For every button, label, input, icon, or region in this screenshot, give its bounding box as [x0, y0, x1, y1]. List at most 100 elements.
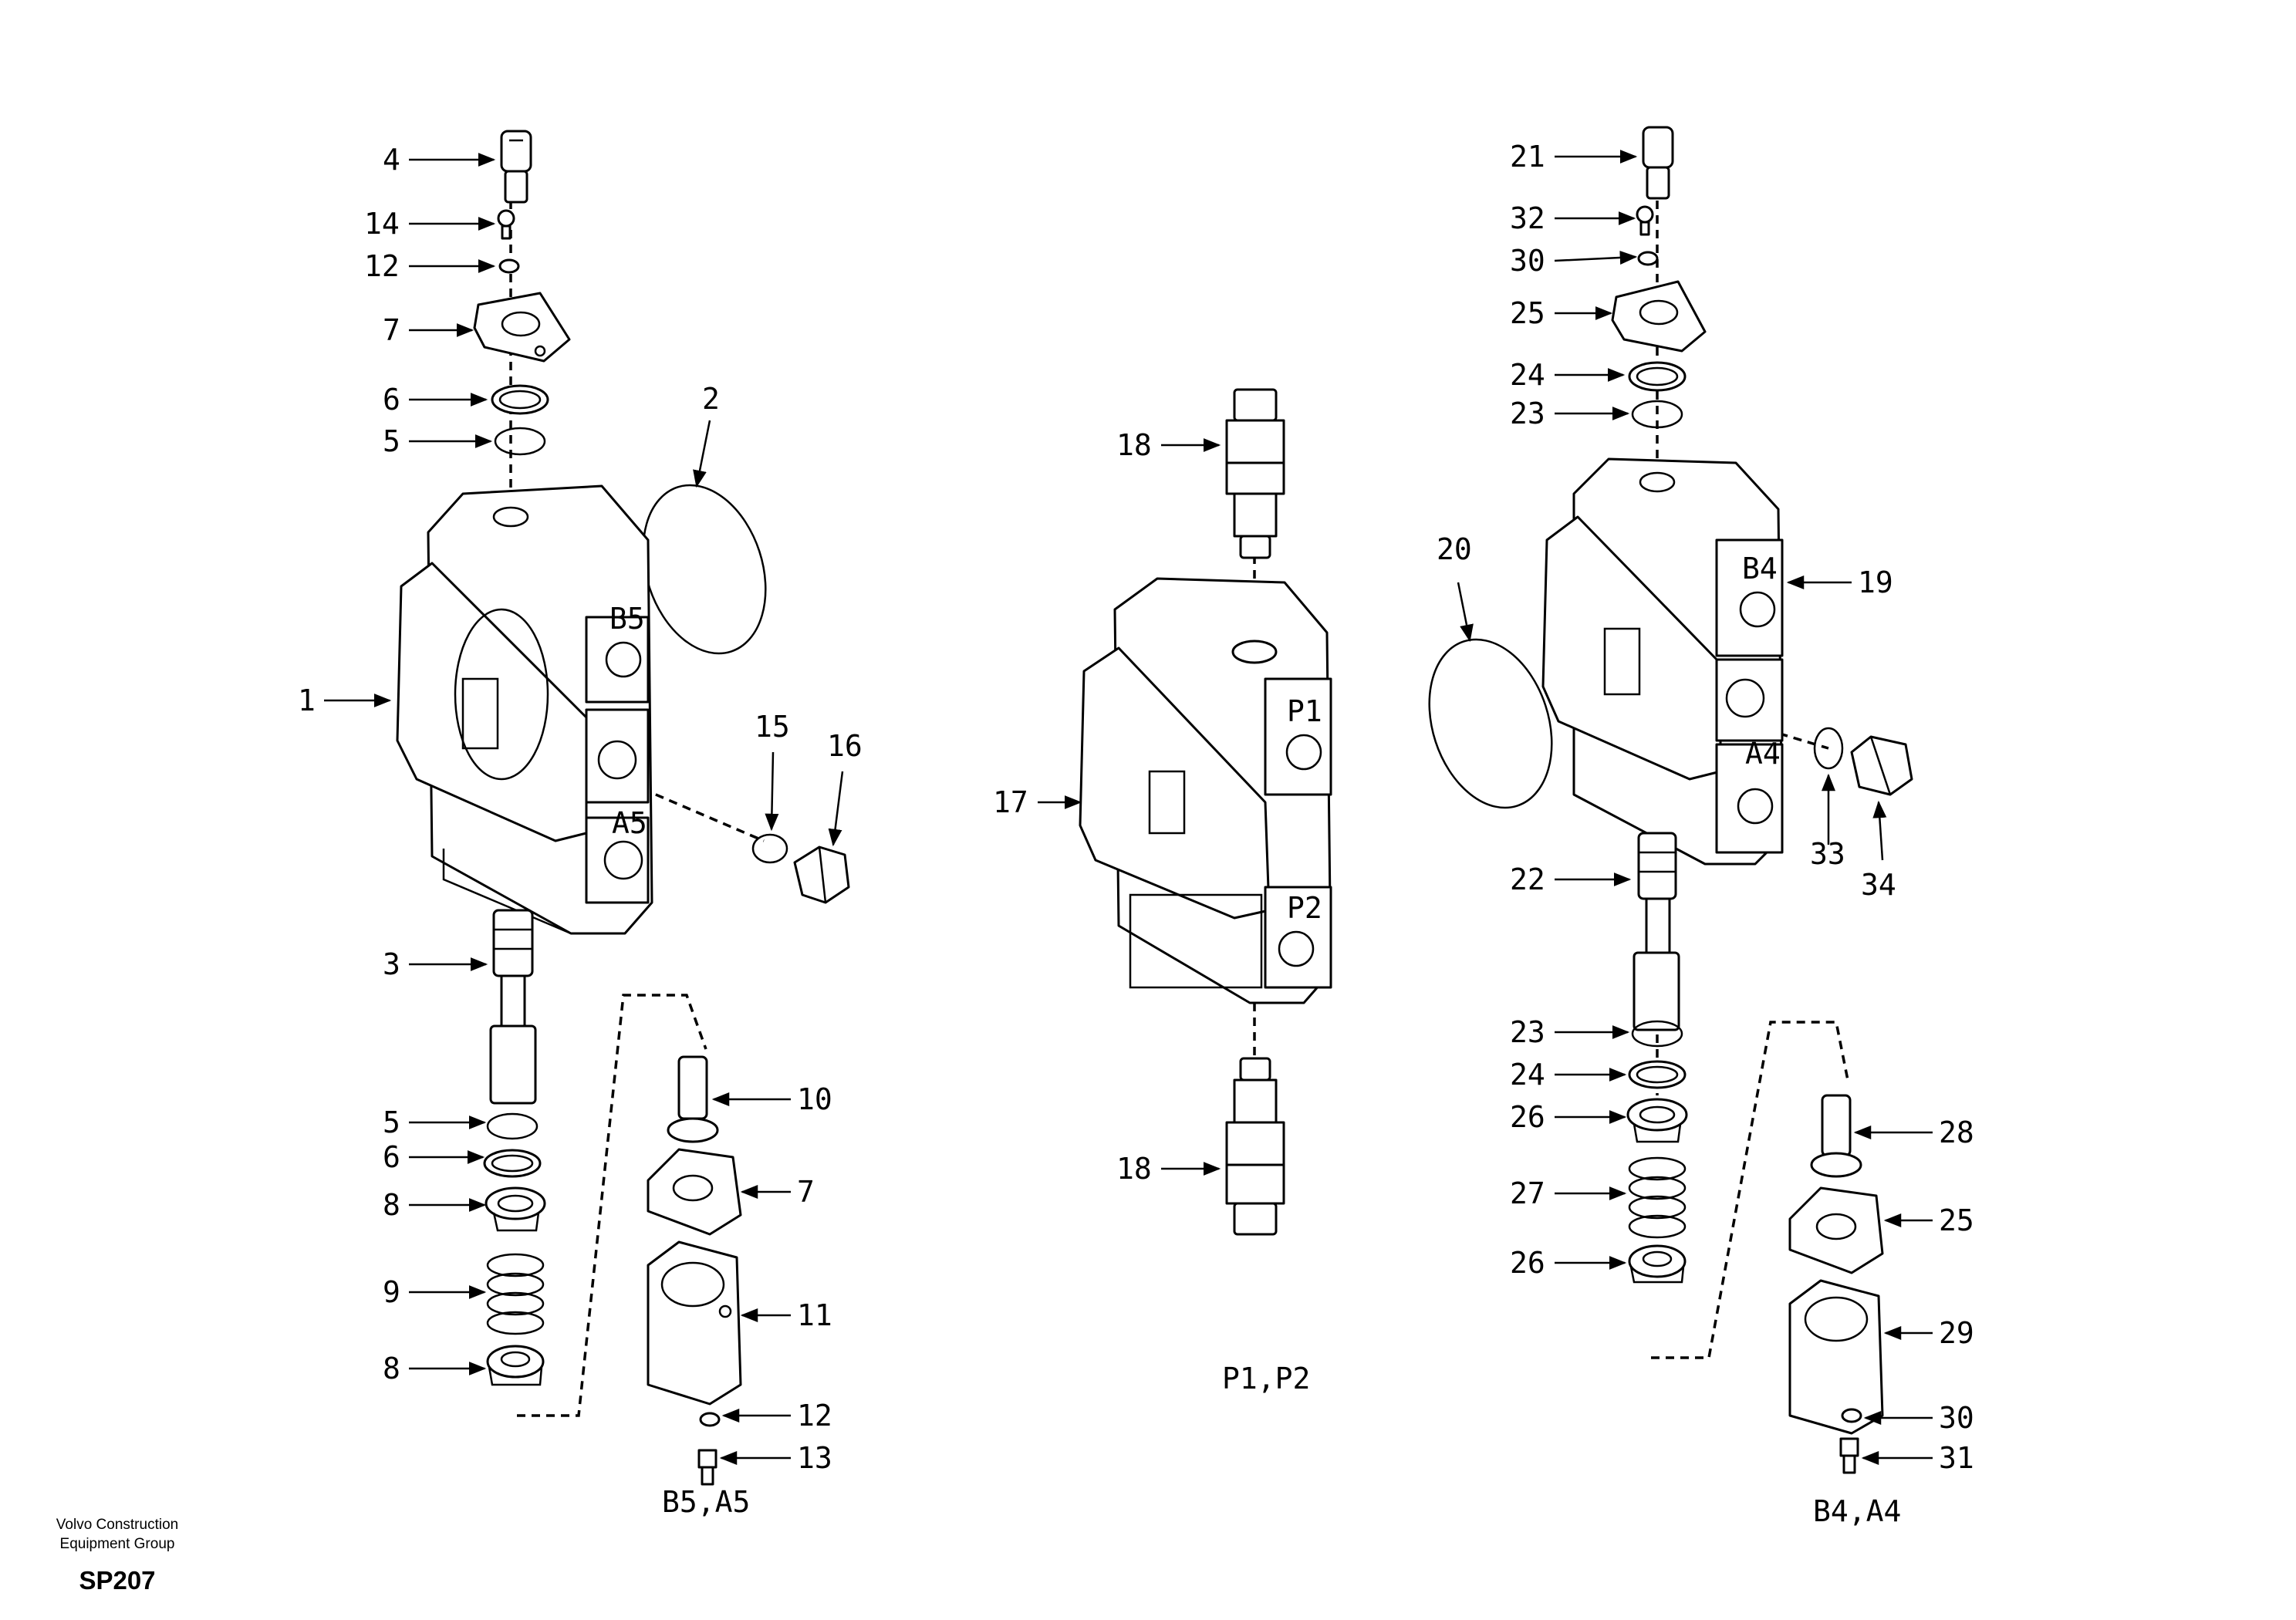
part-10-stopper	[667, 1055, 719, 1143]
callout-25: 25	[1510, 296, 1545, 330]
part-21-cap	[1642, 126, 1674, 200]
part-1-valve-body	[396, 484, 653, 935]
callout-7-lower: 7	[797, 1175, 815, 1209]
port-label-p2: P2	[1287, 891, 1322, 925]
callout-14: 14	[364, 207, 400, 241]
caption-b4-a4: B4,A4	[1813, 1494, 1901, 1528]
part-31-bolt	[1839, 1437, 1859, 1474]
part-19-valve-body	[1541, 457, 1784, 866]
part-34-plug	[1850, 735, 1913, 796]
callout-6: 6	[383, 383, 400, 417]
callout-10: 10	[797, 1082, 832, 1116]
callout-32: 32	[1510, 201, 1545, 235]
axis-line	[1651, 1021, 1849, 1359]
callout-20: 20	[1437, 532, 1472, 566]
callout-1: 1	[298, 683, 316, 717]
callout-33: 33	[1810, 837, 1845, 871]
part-8-seat-lower	[486, 1345, 545, 1386]
part-15-oring	[751, 833, 788, 864]
footer-block: Volvo Construction Equipment Group SP207	[40, 1515, 194, 1595]
part-23-oring-lower	[1631, 1020, 1683, 1048]
caption-p1-p2: P1,P2	[1222, 1362, 1310, 1396]
part-12-washer	[498, 258, 520, 274]
part-25-flange	[1611, 280, 1707, 353]
callout-24: 24	[1510, 358, 1545, 392]
callout-8: 8	[383, 1188, 400, 1222]
port-label-p1: P1	[1287, 694, 1322, 728]
drawing-code: SP207	[79, 1566, 156, 1595]
callout-28: 28	[1939, 1115, 1974, 1149]
middle-assembly: P1 P2 18 17 18 P1,P2	[993, 388, 1332, 1396]
part-14-screw	[497, 209, 515, 240]
caption-b5-a5: B5,A5	[662, 1485, 750, 1519]
part-17-valve-body	[1079, 577, 1332, 1004]
callout-12: 12	[364, 249, 400, 283]
callout-15: 15	[755, 710, 790, 744]
callout-13: 13	[797, 1441, 832, 1475]
callout-5: 5	[383, 424, 400, 458]
part-32-screw	[1636, 205, 1654, 236]
callout-25-lower: 25	[1939, 1203, 1974, 1237]
axis-line	[517, 994, 707, 1417]
callout-8-lower: 8	[383, 1352, 400, 1385]
part-13-bolt	[697, 1449, 718, 1486]
callout-11: 11	[797, 1298, 832, 1332]
part-30-washer-lower	[1841, 1408, 1862, 1423]
callout-22: 22	[1510, 862, 1545, 896]
part-18-relief-valve-lower	[1225, 1057, 1285, 1236]
part-5-oring	[494, 427, 546, 456]
left-assembly: B5 A5	[298, 130, 863, 1519]
part-7-flange-lower	[647, 1148, 742, 1236]
part-29-cap	[1788, 1279, 1884, 1435]
port-label-a5: A5	[612, 806, 647, 840]
callout-23-lower: 23	[1510, 1015, 1545, 1049]
company-name-line2: Equipment Group	[59, 1536, 175, 1552]
part-23-oring	[1631, 400, 1683, 429]
part-5-oring-lower	[486, 1112, 539, 1140]
callout-2: 2	[702, 382, 720, 416]
callout-30-lower: 30	[1939, 1401, 1974, 1435]
part-16-plug	[793, 845, 850, 904]
part-26-seat-lower	[1628, 1244, 1687, 1284]
callout-18-upper: 18	[1116, 428, 1152, 462]
callout-16: 16	[827, 729, 863, 763]
right-assembly: B4 A4	[1428, 126, 1974, 1528]
callout-9: 9	[383, 1275, 400, 1309]
callout-3: 3	[383, 947, 400, 981]
callout-23: 23	[1510, 397, 1545, 430]
company-name-line1: Volvo Construction	[56, 1517, 179, 1533]
part-9-spring	[486, 1253, 545, 1335]
part-4-cap	[500, 130, 532, 204]
callout-4: 4	[383, 143, 400, 177]
part-33-oring	[1813, 727, 1844, 770]
callout-27: 27	[1510, 1176, 1545, 1210]
port-label-a4: A4	[1745, 737, 1781, 771]
callout-31: 31	[1939, 1441, 1974, 1475]
part-3-spool	[489, 909, 537, 1105]
callout-29: 29	[1939, 1316, 1974, 1350]
part-7-flange	[473, 292, 571, 363]
callout-12-lower: 12	[797, 1399, 832, 1433]
part-25-flange-lower	[1788, 1186, 1884, 1274]
part-8-seat	[485, 1186, 546, 1232]
callout-34: 34	[1861, 868, 1896, 902]
part-12-washer-lower	[699, 1412, 721, 1427]
part-27-spring	[1628, 1156, 1687, 1239]
port-label-b5: B5	[609, 602, 645, 636]
callout-30: 30	[1510, 244, 1545, 278]
callout-21: 21	[1510, 140, 1545, 174]
part-30-washer	[1637, 251, 1659, 266]
part-18-relief-valve-upper	[1225, 388, 1285, 559]
callout-24-lower: 24	[1510, 1058, 1545, 1092]
part-22-spool	[1633, 832, 1680, 1031]
callout-5-lower: 5	[383, 1105, 400, 1139]
callout-26-lower: 26	[1510, 1246, 1545, 1280]
callout-6-lower: 6	[383, 1140, 400, 1174]
callout-19: 19	[1858, 565, 1893, 599]
port-label-b4: B4	[1742, 552, 1778, 586]
callout-18-lower: 18	[1116, 1152, 1152, 1186]
part-28-stopper	[1810, 1094, 1862, 1178]
callout-7: 7	[383, 313, 400, 347]
callout-26: 26	[1510, 1100, 1545, 1134]
